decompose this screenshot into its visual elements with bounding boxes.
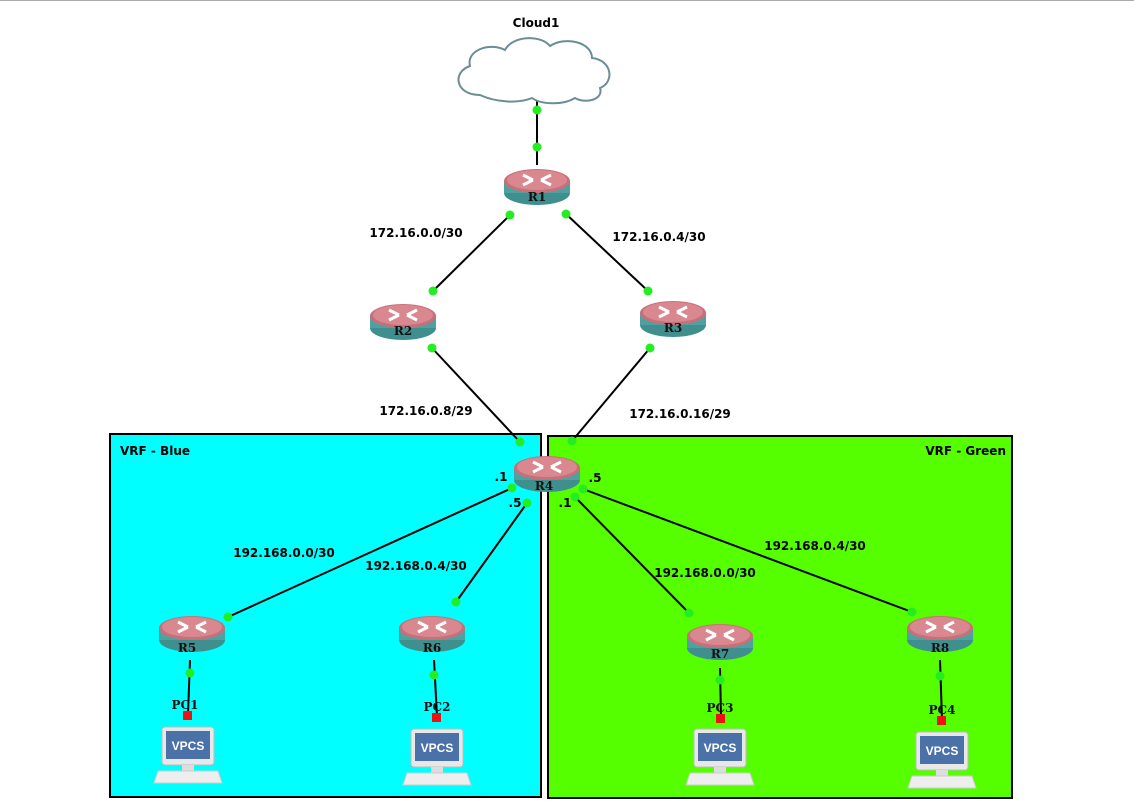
interface-label-r4-r6: .5 — [509, 496, 522, 510]
vpcs-icon — [907, 731, 977, 789]
port-down-dot — [937, 716, 946, 725]
router-label: R7 — [711, 647, 729, 661]
router-r6[interactable]: R6 — [397, 614, 467, 655]
pc-label: PC1 — [172, 698, 199, 712]
subnet-label-r4-r7: 192.168.0.0/30 — [654, 566, 756, 580]
port-down-dot — [183, 711, 192, 720]
subnet-label-r4-r8: 192.168.0.4/30 — [764, 539, 866, 553]
port-up-dot — [429, 670, 439, 680]
port-up-dot — [567, 436, 577, 446]
router-r4[interactable]: R4 — [512, 454, 582, 494]
port-down-dot — [716, 714, 725, 723]
vpcs-badge: VPCS — [172, 739, 205, 753]
link-r8-pc4[interactable] — [939, 659, 943, 720]
router-r3[interactable]: R3 — [638, 299, 708, 339]
link-r2-r4[interactable] — [431, 347, 521, 443]
router-label: R8 — [931, 641, 949, 655]
port-up-dot — [561, 209, 571, 219]
pc-label: PC3 — [707, 701, 734, 715]
vrf-blue-label: VRF - Blue — [120, 444, 190, 458]
router-r5[interactable]: R5 — [157, 614, 227, 655]
pc-label: PC2 — [424, 700, 451, 714]
vpcs-badge: VPCS — [421, 741, 454, 755]
interface-label-r4-r5: .1 — [495, 470, 508, 484]
link-r1-r3[interactable] — [565, 213, 649, 292]
vpcs-badge: VPCS — [926, 744, 959, 758]
port-up-dot — [684, 608, 694, 618]
link-r4-r5[interactable] — [227, 487, 513, 618]
interface-label-r4-r8: .5 — [589, 471, 602, 485]
vpcs-icon — [402, 728, 472, 786]
router-label: R6 — [423, 641, 441, 655]
port-up-dot — [715, 675, 725, 685]
link-r3-r4[interactable] — [571, 347, 651, 442]
pc-label: PC4 — [929, 703, 956, 717]
subnet-label-r4-r5: 192.168.0.0/30 — [233, 546, 335, 560]
router-label: R1 — [528, 190, 546, 204]
vpcs-icon — [685, 728, 755, 786]
pc-pc3[interactable]: VPCS PC3 — [685, 701, 755, 786]
router-r7[interactable]: R7 — [685, 622, 755, 662]
link-r4-r7[interactable] — [574, 496, 690, 614]
link-r4-r6[interactable] — [455, 502, 528, 603]
router-label: R5 — [178, 641, 196, 655]
port-up-dot — [578, 484, 588, 494]
subnet-label-r3-r4: 172.16.0.16/29 — [629, 407, 731, 421]
cloud1-label: Cloud1 — [513, 16, 560, 30]
cloud1-node[interactable]: Cloud1 — [457, 16, 611, 105]
port-up-dot — [185, 668, 195, 678]
port-up-dot — [532, 142, 542, 152]
pc-pc1[interactable]: VPCS PC1 — [153, 698, 223, 784]
port-up-dot — [645, 343, 655, 353]
link-r4-r8[interactable] — [582, 488, 913, 613]
link-r6-pc2[interactable] — [433, 659, 438, 717]
port-up-dot — [522, 498, 532, 508]
router-r1[interactable]: R1 — [502, 167, 572, 207]
cloud-icon — [457, 37, 611, 105]
router-label: R3 — [664, 321, 682, 335]
vpcs-badge: VPCS — [704, 741, 737, 755]
port-up-dot — [223, 612, 233, 622]
port-up-dot — [505, 210, 515, 220]
port-up-dot — [532, 105, 542, 115]
vpcs-icon — [153, 726, 223, 784]
pc-pc2[interactable]: VPCS PC2 — [402, 700, 472, 786]
subnet-label-r1-r2: 172.16.0.0/30 — [369, 226, 462, 240]
port-up-dot — [515, 437, 525, 447]
port-up-dot — [570, 492, 580, 502]
subnet-label-r2-r4: 172.16.0.8/29 — [379, 404, 472, 418]
subnet-label-r4-r6: 192.168.0.4/30 — [365, 559, 467, 573]
pc-pc4[interactable]: VPCS PC4 — [907, 703, 977, 789]
vrf-green-label: VRF - Green — [925, 444, 1006, 458]
router-r8[interactable]: R8 — [905, 614, 975, 655]
port-up-dot — [935, 671, 945, 681]
router-label: R2 — [394, 324, 412, 338]
port-up-dot — [643, 286, 653, 296]
port-up-dot — [507, 483, 517, 493]
router-r2[interactable]: R2 — [368, 302, 438, 342]
links — [187, 100, 943, 720]
interface-label-r4-r7: .1 — [559, 496, 572, 510]
port-up-dot — [907, 607, 917, 617]
port-down-dot — [432, 713, 441, 722]
port-up-dot — [451, 597, 461, 607]
port-status-dots — [183, 105, 946, 725]
link-r1-r2[interactable] — [432, 214, 511, 292]
port-up-dot — [427, 343, 437, 353]
subnet-label-r1-r3: 172.16.0.4/30 — [612, 230, 705, 244]
port-up-dot — [428, 286, 438, 296]
router-label: R4 — [535, 479, 553, 493]
